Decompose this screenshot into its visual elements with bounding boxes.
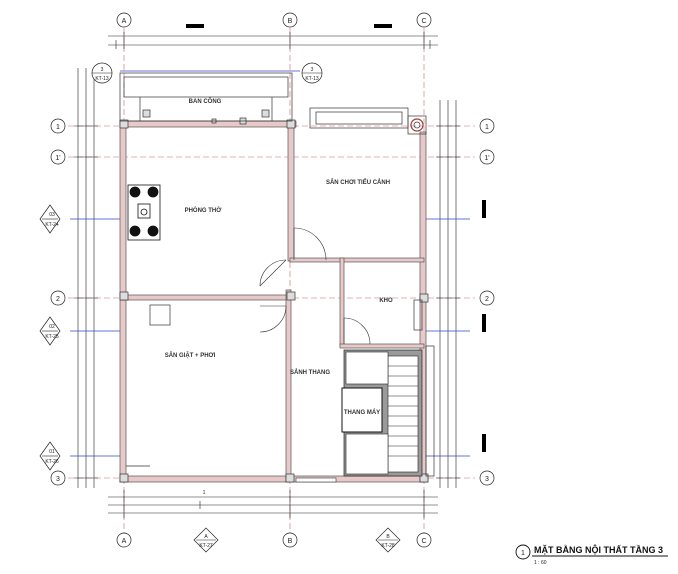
section-tag-left-1: 03 KT-24 (39, 204, 61, 234)
laundry-table (149, 304, 171, 326)
room-label-balcony: BAN CÔNG (189, 97, 222, 105)
section-tag-bottom-1: A KT-27 (193, 527, 219, 553)
room-label-stair-hall: SẢNH THANG (290, 369, 330, 376)
svg-text:KT-26: KT-26 (45, 459, 59, 465)
section-tag-left-2: 02 KT-25 (39, 316, 61, 346)
altar (127, 184, 161, 241)
dimension-mark-bottom: 1 (203, 490, 206, 496)
section-leaders (70, 70, 470, 457)
balcony (119, 72, 293, 122)
svg-text:03: 03 (49, 212, 55, 218)
title-block: 1 MẶT BẰNG NỘI THẤT TẦNG 3 1 : 60 (515, 544, 668, 566)
grid-label-b-bottom: B (288, 538, 293, 545)
grid-label-1-left: 1 (56, 124, 60, 131)
svg-text:KT-13: KT-13 (95, 76, 109, 82)
svg-text:KT-25: KT-25 (45, 334, 59, 340)
grid-label-c-bottom: C (421, 538, 426, 545)
svg-text:B: B (386, 534, 390, 540)
drawing-title: MẶT BẰNG NỘI THẤT TẦNG 3 (534, 544, 663, 555)
svg-text:KT-28: KT-28 (381, 543, 395, 549)
grid-bubbles (50, 12, 495, 548)
grid-label-1p-left: 1' (55, 155, 60, 162)
planter (309, 107, 427, 135)
grid-label-a-top: A (122, 18, 127, 25)
room-label-playground: SÂN CHƠI TIỂU CẢNH (326, 179, 390, 186)
stair-core (341, 349, 423, 477)
section-tag-top: 3 KT-13 3 KT-13 (91, 62, 323, 84)
svg-text:01: 01 (49, 449, 55, 455)
dimension-lines (74, 32, 460, 518)
room-label-altar-room: PHÒNG THỜ (185, 206, 223, 214)
side-fixtures (413, 299, 435, 477)
svg-text:02: 02 (49, 324, 55, 330)
doors (259, 227, 371, 483)
room-label-elevator: THANG MÁY (344, 409, 380, 416)
svg-text:A: A (204, 534, 208, 540)
grid-label-3-right: 3 (485, 476, 489, 483)
section-tag-bottom-2: B KT-28 (375, 527, 401, 553)
title-number: 1 (521, 550, 525, 557)
grid-label-1-right: 1 (485, 124, 489, 131)
grid-label-3-left: 3 (56, 476, 60, 483)
room-label-storage: KHO (379, 298, 393, 304)
room-label-laundry: SÂN GIẶT + PHƠI (165, 352, 216, 359)
drawing-scale: 1 : 60 (534, 560, 547, 566)
grid-label-b-top: B (288, 18, 293, 25)
grid-label-2-right: 2 (485, 296, 489, 303)
svg-text:KT-27: KT-27 (199, 543, 213, 549)
svg-text:3: 3 (311, 67, 314, 73)
svg-text:3: 3 (101, 67, 104, 73)
grid-label-2-left: 2 (56, 296, 60, 303)
grid-label-a-bottom: A (122, 538, 127, 545)
svg-text:KT-24: KT-24 (45, 222, 59, 228)
section-markers (186, 24, 486, 452)
grid-label-c-top: C (421, 18, 426, 25)
grid-label-1p-right: 1' (484, 155, 489, 162)
svg-text:KT-13: KT-13 (305, 76, 319, 82)
section-tag-left-3: 01 KT-26 (39, 441, 61, 471)
